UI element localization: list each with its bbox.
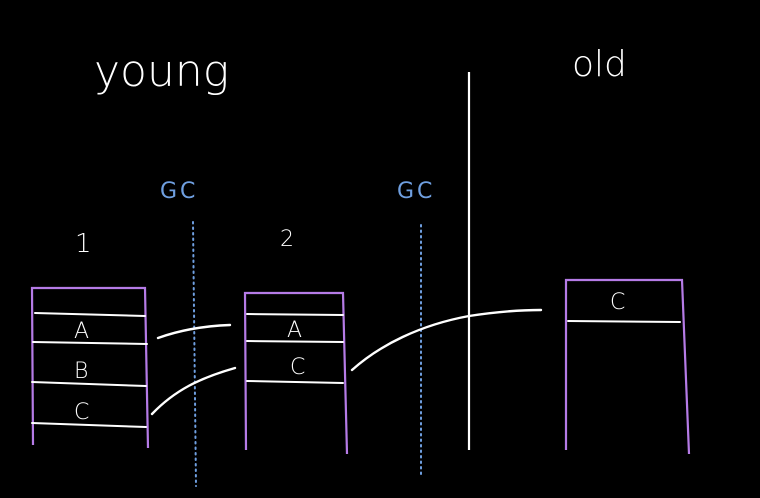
old-stack: C bbox=[564, 278, 691, 455]
stack-2-row-line bbox=[246, 340, 344, 343]
stack-1-row-line bbox=[31, 381, 147, 387]
stack-2: A C bbox=[243, 291, 349, 455]
link-a-to-stack-2 bbox=[156, 323, 232, 340]
stack-1-frame bbox=[30, 286, 150, 449]
stack-2-row-line bbox=[246, 313, 344, 316]
gc-label-2: GC bbox=[397, 179, 435, 204]
stack-1-cell-b: B bbox=[74, 359, 88, 384]
stack-1-row-line bbox=[31, 422, 147, 428]
link-c-to-stack-2 bbox=[150, 366, 237, 416]
stack-1-row-line bbox=[34, 312, 146, 317]
young-region-label: young bbox=[94, 46, 229, 97]
stack-2-cell-c: C bbox=[290, 355, 305, 380]
old-stack-frame bbox=[564, 278, 691, 455]
old-stack-cell-c: C bbox=[610, 290, 625, 315]
old-region-label: old bbox=[572, 44, 627, 85]
stack-2-frame bbox=[243, 291, 349, 455]
stack-1-row-line bbox=[32, 341, 148, 345]
stack-1-number: 1 bbox=[75, 229, 92, 259]
stack-2-number: 2 bbox=[280, 227, 294, 252]
stack-2-row-line bbox=[246, 380, 344, 384]
gc-boundary-1 bbox=[192, 221, 197, 487]
stack-2-cell-a: A bbox=[287, 318, 302, 343]
stack-1-cell-c: C bbox=[74, 400, 89, 425]
link-c-to-old bbox=[350, 308, 543, 372]
gc-label-1: GC bbox=[160, 179, 198, 204]
stack-1: A B C bbox=[30, 286, 150, 449]
old-stack-row-line bbox=[567, 320, 681, 323]
stack-1-cell-a: A bbox=[74, 319, 89, 344]
